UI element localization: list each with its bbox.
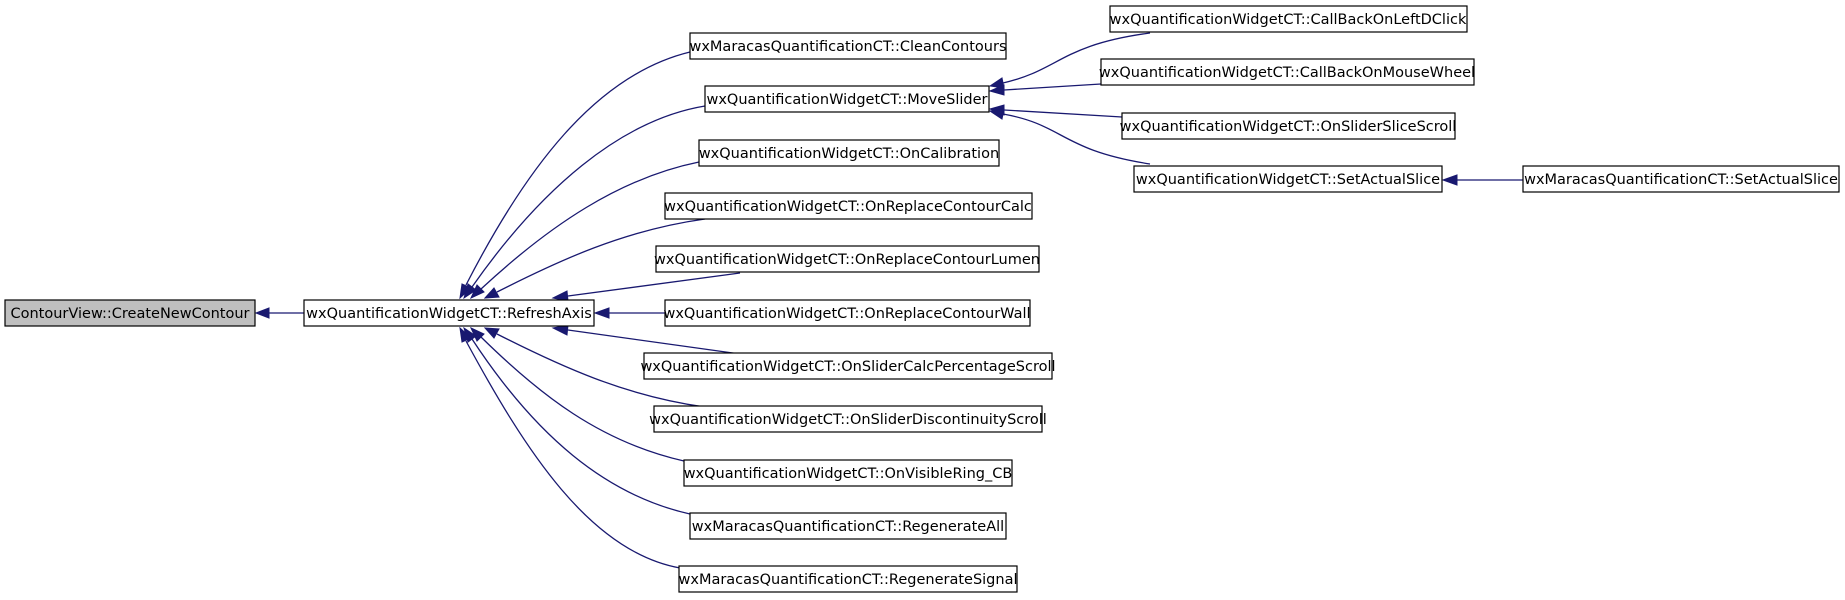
edge-onreplacecontourcalc-to-refreshaxis <box>496 218 706 293</box>
node-callbackonmousewheel[interactable]: wxQuantificationWidgetCT::CallBackOnMous… <box>1099 58 1475 86</box>
node-label: wxQuantificationWidgetCT::OnReplaceConto… <box>663 306 1030 322</box>
node-label: wxQuantificationWidgetCT::OnSliderSliceS… <box>1120 119 1457 135</box>
edge-callbackonmousewheel-to-moveslider <box>1003 83 1102 91</box>
arrowhead-icon <box>483 287 500 299</box>
node-onreplacecontourcalc[interactable]: wxQuantificationWidgetCT::OnReplaceConto… <box>664 192 1033 220</box>
edge-onvisiblering-to-refreshaxis <box>480 336 685 462</box>
node-oncalibration[interactable]: wxQuantificationWidgetCT::OnCalibration <box>698 139 1000 167</box>
node-label: wxQuantificationWidgetCT::CallBackOnLeft… <box>1110 12 1467 28</box>
node-label: wxMaracasQuantificationCT::RegenerateSig… <box>679 572 1018 588</box>
arrowhead-icon <box>1441 174 1458 186</box>
edge-onsliderslicescroll-to-moveslider <box>1003 109 1123 118</box>
node-onsliderdiscontinuityscroll[interactable]: wxQuantificationWidgetCT::OnSliderDiscon… <box>649 405 1047 433</box>
node-moveslider[interactable]: wxQuantificationWidgetCT::MoveSlider <box>704 85 990 113</box>
node-setactualslice[interactable]: wxQuantificationWidgetCT::SetActualSlice <box>1133 165 1443 193</box>
node-label: wxMaracasQuantificationCT::SetActualSlic… <box>1524 172 1838 188</box>
node-label: wxQuantificationWidgetCT::MoveSlider <box>706 92 987 108</box>
node-label: wxQuantificationWidgetCT::OnSliderCalcPe… <box>640 359 1055 375</box>
arrowhead-icon <box>988 108 1005 120</box>
node-label: wxQuantificationWidgetCT::OnVisibleRing_… <box>684 466 1013 482</box>
node-regenerateall[interactable]: wxMaracasQuantificationCT::RegenerateAll <box>689 512 1007 540</box>
edge-moveslider-to-refreshaxis <box>471 105 706 288</box>
edge-setactualslice-to-moveslider <box>1002 113 1151 165</box>
edge-onsliderdiscontinuityscroll-to-refreshaxis <box>496 333 706 408</box>
node-cleancontours[interactable]: wxMaracasQuantificationCT::CleanContours <box>689 32 1007 60</box>
node-onslidercalcpercentagescroll[interactable]: wxQuantificationWidgetCT::OnSliderCalcPe… <box>640 352 1056 380</box>
edge-onslidercalcpercentagescroll-to-refreshaxis <box>567 329 741 355</box>
node-onreplacecontourwall[interactable]: wxQuantificationWidgetCT::OnReplaceConto… <box>663 299 1031 327</box>
node-label: wxMaracasQuantificationCT::CleanContours <box>689 39 1006 55</box>
edges-layer <box>254 32 1523 569</box>
node-label: ContourView::CreateNewContour <box>11 306 250 322</box>
arrowhead-icon <box>988 84 1005 96</box>
node-label: wxQuantificationWidgetCT::RefreshAxis <box>306 306 592 322</box>
node-onvisiblering-cb[interactable]: wxQuantificationWidgetCT::OnVisibleRing_… <box>683 459 1013 487</box>
node-callbackonleftdclick[interactable]: wxQuantificationWidgetCT::CallBackOnLeft… <box>1109 5 1468 33</box>
node-label: wxMaracasQuantificationCT::RegenerateAll <box>692 519 1004 535</box>
node-label: wxQuantificationWidgetCT::OnCalibration <box>699 146 999 162</box>
node-label: wxQuantificationWidgetCT::SetActualSlice <box>1136 172 1440 188</box>
arrowhead-icon <box>459 326 472 343</box>
node-onreplacecontourlumen[interactable]: wxQuantificationWidgetCT::OnReplaceConto… <box>654 245 1040 273</box>
arrowhead-icon <box>254 307 270 319</box>
arrowhead-icon <box>988 77 1005 89</box>
node-refreshaxis[interactable]: wxQuantificationWidgetCT::RefreshAxis <box>303 299 595 327</box>
arrowhead-icon <box>469 284 485 300</box>
node-label: wxQuantificationWidgetCT::CallBackOnMous… <box>1099 65 1475 81</box>
edge-regenerateall-to-refreshaxis <box>471 338 691 515</box>
nodes-layer: ContourView::CreateNewContour wxQuantifi… <box>4 5 1840 593</box>
node-createnewcontour[interactable]: ContourView::CreateNewContour <box>4 299 256 327</box>
node-label: wxQuantificationWidgetCT::OnReplaceConto… <box>654 252 1040 268</box>
node-label: wxQuantificationWidgetCT::OnSliderDiscon… <box>649 412 1047 428</box>
edge-regeneratesignal-to-refreshaxis <box>465 340 681 569</box>
edge-onreplacecontourlumen-to-refreshaxis <box>567 272 741 297</box>
arrowhead-icon <box>593 307 610 319</box>
edge-oncalibration-to-refreshaxis <box>480 161 700 290</box>
edge-cleancontours-to-refreshaxis <box>465 51 691 286</box>
edge-callbackonleftdclick-to-moveslider <box>1002 32 1151 84</box>
node-onsliderslicescroll[interactable]: wxQuantificationWidgetCT::OnSliderSliceS… <box>1120 112 1457 140</box>
node-label: wxQuantificationWidgetCT::OnReplaceConto… <box>664 199 1032 215</box>
arrowhead-icon <box>483 327 500 339</box>
node-regeneratesignal[interactable]: wxMaracasQuantificationCT::RegenerateSig… <box>678 565 1018 593</box>
node-maracassetactualslice[interactable]: wxMaracasQuantificationCT::SetActualSlic… <box>1522 165 1840 193</box>
arrowhead-icon <box>463 283 477 300</box>
